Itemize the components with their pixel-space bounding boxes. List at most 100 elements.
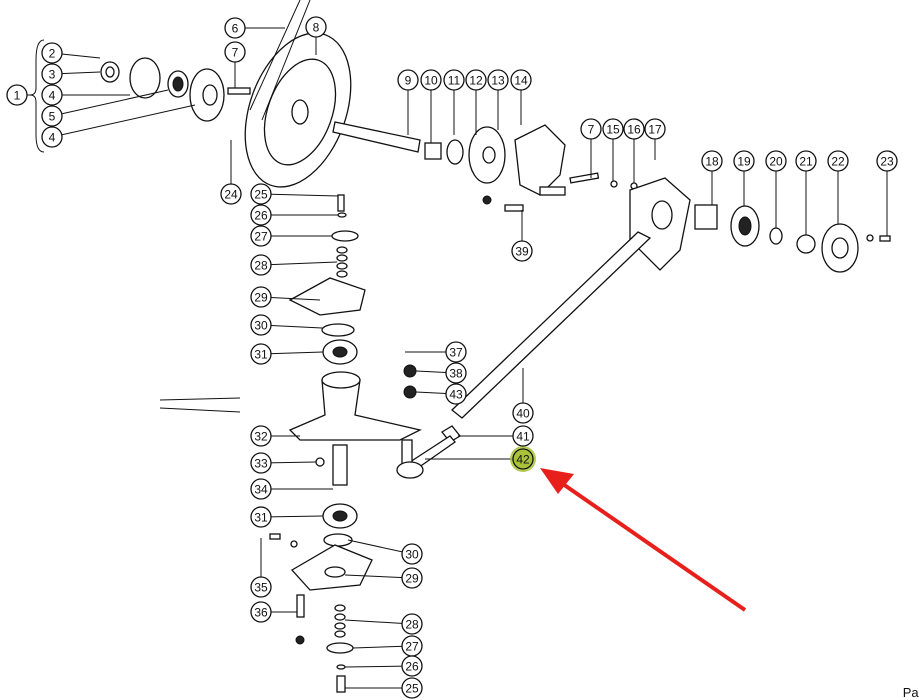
callout-39[interactable]: 39 [511, 240, 533, 262]
callout-label: 28 [405, 618, 419, 632]
callout-label: 29 [254, 291, 268, 305]
callout-12[interactable]: 12 [465, 69, 487, 91]
callout-27[interactable]: 27 [401, 635, 423, 657]
callout-28[interactable]: 28 [401, 613, 423, 635]
callout-label: 15 [606, 123, 620, 137]
callout-label: 23 [880, 155, 894, 169]
leader-line-28 [260, 261, 338, 266]
callout-label: 28 [254, 259, 268, 273]
callout-10[interactable]: 10 [420, 69, 442, 91]
callout-37[interactable]: 37 [445, 341, 467, 363]
corner-text: Par [902, 685, 919, 700]
callout-25[interactable]: 25 [250, 183, 272, 205]
leader-line-25 [260, 193, 339, 197]
callout-38[interactable]: 38 [445, 362, 467, 384]
leader-line-5 [51, 89, 169, 117]
callout-26[interactable]: 26 [401, 655, 423, 677]
callout-label: 31 [254, 348, 268, 362]
callout-label: 42 [516, 453, 530, 467]
callout-label: 4 [49, 89, 56, 103]
callout-24[interactable]: 24 [220, 183, 242, 205]
callout-label: 25 [405, 682, 419, 696]
callout-27[interactable]: 27 [250, 225, 272, 247]
callout-label: 35 [254, 581, 268, 595]
callout-14[interactable]: 14 [510, 69, 532, 91]
callout-31[interactable]: 31 [250, 506, 272, 528]
callout-29[interactable]: 29 [250, 286, 272, 308]
callout-label: 34 [254, 483, 268, 497]
callout-30[interactable]: 30 [401, 543, 423, 565]
callout-26[interactable]: 26 [250, 204, 272, 226]
callout-label: 19 [737, 155, 751, 169]
leader-line-4 [51, 104, 196, 138]
callout-28[interactable]: 28 [250, 254, 272, 276]
callout-label: 7 [588, 123, 595, 137]
callout-label: 24 [224, 188, 238, 202]
callout-1[interactable]: 1 [6, 84, 28, 106]
callout-29[interactable]: 29 [401, 567, 423, 589]
red-arrow-pointer [540, 468, 747, 612]
leader-line-28 [344, 619, 413, 625]
callout-17[interactable]: 17 [644, 118, 666, 140]
callout-30[interactable]: 30 [250, 314, 272, 336]
callout-35[interactable]: 35 [250, 576, 272, 598]
callout-20[interactable]: 20 [765, 150, 787, 172]
callout-22[interactable]: 22 [827, 150, 849, 172]
callout-5[interactable]: 5 [41, 105, 63, 127]
callout-43[interactable]: 43 [445, 383, 467, 405]
leader-line-30 [347, 539, 413, 555]
callout-18[interactable]: 18 [701, 150, 723, 172]
callout-11[interactable]: 11 [443, 69, 465, 91]
callout-label: 22 [831, 155, 845, 169]
callout-23[interactable]: 23 [876, 150, 898, 172]
callout-7[interactable]: 7 [580, 118, 602, 140]
callout-7[interactable]: 7 [224, 41, 246, 63]
callout-34[interactable]: 34 [250, 478, 272, 500]
callout-label: 16 [627, 123, 641, 137]
callout-label: 36 [254, 606, 268, 620]
callout-label: 38 [449, 367, 463, 381]
callout-40[interactable]: 40 [512, 402, 534, 424]
callout-label: 33 [254, 457, 268, 471]
callout-25[interactable]: 25 [401, 677, 423, 699]
callout-6[interactable]: 6 [224, 17, 246, 39]
callout-21[interactable]: 21 [795, 150, 817, 172]
callout-label: 20 [769, 155, 783, 169]
callout-label: 18 [705, 155, 719, 169]
callout-33[interactable]: 33 [250, 452, 272, 474]
callout-2[interactable]: 2 [41, 42, 63, 64]
callout-label: 11 [448, 74, 461, 88]
callout-label: 2 [49, 47, 56, 61]
parts-drawing [29, 0, 891, 693]
callout-31[interactable]: 31 [250, 343, 272, 365]
callout-label: 41 [516, 430, 530, 444]
callout-16[interactable]: 16 [623, 118, 645, 140]
callout-13[interactable]: 13 [487, 69, 509, 91]
callout-42[interactable]: 42 [512, 448, 534, 470]
callout-label: 30 [254, 319, 268, 333]
callout-9[interactable]: 9 [397, 69, 419, 91]
callout-label: 12 [469, 74, 483, 88]
callout-label: 26 [405, 660, 419, 674]
callout-36[interactable]: 36 [250, 601, 272, 623]
callout-label: 37 [449, 346, 463, 360]
callout-label: 21 [799, 155, 813, 169]
callout-label: 10 [424, 74, 438, 88]
callout-label: 7 [232, 46, 239, 60]
callout-label: 1 [14, 89, 21, 103]
callout-4[interactable]: 4 [41, 126, 63, 148]
callout-15[interactable]: 15 [602, 118, 624, 140]
callout-32[interactable]: 32 [250, 425, 272, 447]
callout-label: 14 [514, 74, 528, 88]
callout-label: 32 [254, 430, 268, 444]
callout-label: 30 [405, 548, 419, 562]
callout-4[interactable]: 4 [41, 84, 63, 106]
callout-3[interactable]: 3 [41, 63, 63, 85]
callout-label: 5 [49, 110, 56, 124]
callout-8[interactable]: 8 [305, 16, 327, 38]
callout-41[interactable]: 41 [512, 425, 534, 447]
callout-label: 31 [254, 511, 268, 525]
callout-label: 17 [648, 123, 662, 137]
callout-19[interactable]: 19 [733, 150, 755, 172]
